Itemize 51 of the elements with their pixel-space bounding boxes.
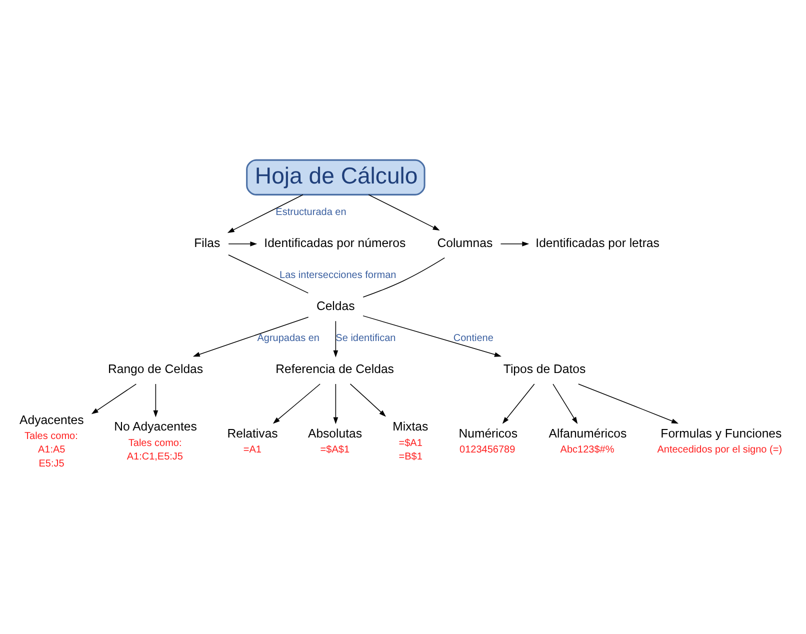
node-text: Relativas: [227, 426, 278, 441]
node-text: Identificadas por letras: [536, 236, 660, 250]
node-label: =B$1: [398, 452, 422, 463]
arrow: [500, 242, 530, 246]
node-label: A1:A5: [38, 444, 66, 456]
node-label: A1:C1,E5:J5: [126, 452, 183, 463]
node-text: Absolutas: [308, 426, 362, 441]
arrow: [192, 316, 309, 357]
node-label: =$A$1: [320, 444, 350, 456]
node-text: Adyacentes: [20, 412, 84, 427]
arrow: [350, 384, 386, 417]
node-label: Antecedidos por el signo (=): [657, 444, 782, 456]
node-box: Hoja de Cálculo: [246, 159, 426, 196]
edge-label: Las intersecciones forman: [280, 270, 396, 282]
arrow: [272, 384, 320, 424]
arrow: [578, 384, 679, 424]
edge-label: Agrupadas en: [257, 333, 320, 344]
connector: [228, 254, 309, 294]
arrow: [362, 315, 502, 357]
edge-label: Se identifican: [336, 333, 396, 344]
node-text: Identificadas por números: [264, 236, 406, 250]
arrow: [368, 194, 440, 231]
arrow: [552, 384, 578, 424]
node-text: No Adyacentes: [114, 420, 197, 434]
connector: [362, 257, 445, 298]
node-label: Tales como:: [24, 430, 78, 442]
node-text: Tipos de Datos: [503, 362, 586, 376]
node-text: Alfanuméricos: [548, 426, 627, 441]
node-label: =$A1: [398, 438, 422, 449]
node-label: =A1: [243, 444, 262, 456]
arrow: [333, 384, 338, 424]
node-text: Rango de Celdas: [108, 362, 204, 376]
node-label: Tales como:: [128, 438, 182, 449]
node-text: Filas: [194, 236, 220, 250]
node-label: E5:J5: [38, 458, 64, 470]
arrow: [333, 320, 338, 358]
node-label: 0123456789: [460, 444, 516, 456]
node-text: Columnas: [437, 236, 493, 250]
node-text: Celdas: [316, 298, 355, 313]
node-text: Numéricos: [458, 426, 518, 441]
node-text: Mixtas: [392, 420, 428, 434]
arrow: [153, 384, 158, 418]
node-text: Formulas y Funciones: [660, 426, 782, 441]
arrow: [91, 384, 137, 414]
edge-label: Estructurada en: [276, 207, 346, 218]
arrow: [227, 194, 304, 233]
arrow: [502, 384, 535, 424]
arrow: [228, 242, 258, 246]
node-label: Abc123$#%: [560, 444, 614, 456]
edge-label: Contiene: [453, 333, 494, 344]
node-text: Referencia de Celdas: [276, 362, 394, 376]
